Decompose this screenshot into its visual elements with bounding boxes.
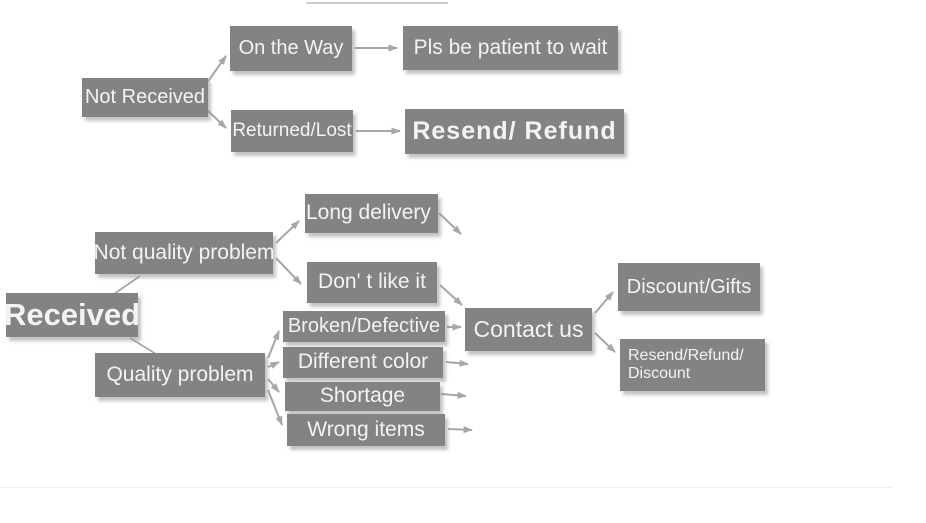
- arrow-quality-to-different-color: [267, 361, 280, 369]
- scan-artifact-line-top: [306, 2, 448, 4]
- node-label: Contact us: [473, 316, 584, 343]
- node-label: Quality problem: [106, 362, 254, 386]
- arrow-shortage-to-contact: [440, 391, 467, 399]
- node-label: Not Received: [84, 86, 206, 108]
- node-received: Received: [3, 293, 141, 337]
- line-received-to-quality: [129, 337, 157, 355]
- node-label: Wrong items: [307, 417, 425, 441]
- node-discount-gifts: Discount/Gifts: [618, 263, 760, 311]
- node-pls-be-patient: Pls be patient to wait: [403, 26, 618, 70]
- scan-artifact-line-bottom: [0, 487, 892, 488]
- arrow-quality-to-shortage: [267, 378, 280, 393]
- node-on-the-way: On the Way: [230, 26, 352, 71]
- arrow-dont-like-to-contact: [439, 284, 463, 306]
- node-label: Discount/Gifts: [626, 275, 752, 298]
- node-broken-defective: Broken/Defective: [283, 311, 445, 342]
- arrow-wrong-items-to-contact: [447, 426, 473, 434]
- node-resend-refund-discount: Resend/Refund/ Discount: [620, 339, 765, 391]
- node-label: Not quality problem: [93, 240, 275, 264]
- node-label: Resend/ Refund: [412, 117, 617, 146]
- line-received-to-not-quality: [113, 275, 141, 295]
- node-label: Broken/Defective: [287, 315, 441, 337]
- node-different-color: Different color: [283, 347, 443, 378]
- arrow-long-delivery-to-contact: [438, 212, 462, 235]
- node-not-quality-problem: Not quality problem: [93, 232, 275, 274]
- node-label: Shortage: [319, 384, 406, 408]
- node-label: Returned/Lost: [232, 120, 352, 142]
- node-label: Pls be patient to wait: [413, 35, 608, 59]
- node-label: Received: [3, 296, 141, 332]
- node-contact-us: Contact us: [465, 308, 592, 351]
- arrow-quality-to-broken: [267, 330, 280, 359]
- node-label: Different color: [297, 350, 429, 374]
- arrow-quality-to-wrong-items: [267, 389, 283, 426]
- arrow-not-quality-to-long-delivery: [275, 220, 300, 244]
- node-wrong-items: Wrong items: [287, 414, 445, 446]
- node-label-line2: Discount: [628, 365, 691, 382]
- node-shortage: Shortage: [285, 382, 440, 411]
- arrow-not-quality-to-dont-like: [275, 257, 302, 285]
- node-dont-like-it: Don' t like it: [307, 262, 437, 303]
- node-label: Long delivery: [306, 201, 431, 225]
- node-label-line1: Resend/Refund/: [628, 346, 744, 364]
- arrow-different-color-to-contact: [445, 359, 469, 367]
- arrow-contact-to-discount-gifts: [594, 291, 614, 314]
- node-resend-refund: Resend/ Refund: [405, 109, 624, 154]
- arrow-contact-to-resend-refund-discount: [594, 332, 616, 353]
- node-not-received: Not Received: [82, 78, 208, 117]
- node-returned-lost: Returned/Lost: [231, 110, 353, 152]
- node-long-delivery: Long delivery: [305, 194, 438, 233]
- node-quality-problem: Quality problem: [95, 353, 265, 397]
- node-label: Don' t like it: [318, 270, 426, 294]
- node-label: On the Way: [238, 37, 344, 59]
